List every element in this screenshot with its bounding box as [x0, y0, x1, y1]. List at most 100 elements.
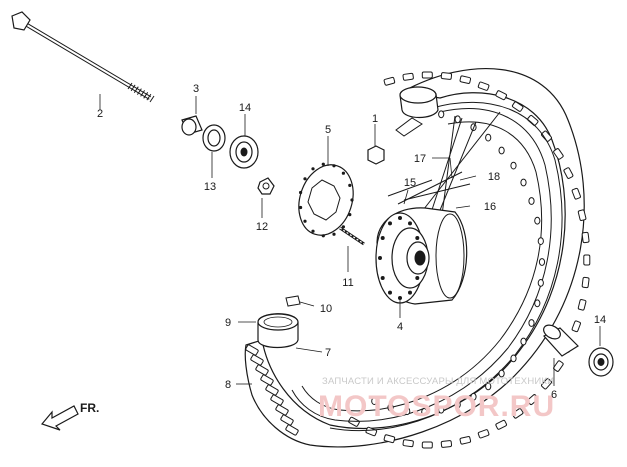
flange-hole — [398, 216, 402, 220]
tire-tread-knobs — [245, 71, 591, 449]
tread-knob — [571, 187, 581, 200]
tread-knob — [527, 114, 539, 126]
flange-hole — [415, 236, 420, 240]
part-label-1: 1 — [372, 113, 378, 125]
tread-knob — [440, 72, 453, 80]
tread-knob — [541, 378, 552, 390]
part-label-6: 6 — [551, 389, 557, 401]
flange-hole — [408, 290, 412, 295]
rim-spoke-holes — [371, 110, 546, 416]
spoke-hole — [528, 197, 535, 205]
direction-label: FR. — [80, 401, 99, 415]
tread-knob — [553, 360, 564, 372]
tread-knob — [527, 394, 539, 406]
spacer-right — [543, 324, 579, 357]
watermark-brand: MOTOSPOR.RU — [318, 390, 555, 423]
spoke-hole — [454, 115, 461, 124]
spoke-hole — [438, 110, 445, 119]
tread-knob — [421, 71, 433, 79]
disc-tooth — [321, 162, 325, 166]
part-label-3: 3 — [193, 83, 199, 95]
flange-hole — [408, 221, 412, 226]
thread-mark — [140, 90, 146, 97]
spoke-hole — [520, 178, 527, 187]
tread-knob — [577, 299, 587, 311]
tread-knob — [571, 320, 581, 333]
tread-knob — [250, 354, 264, 366]
tread-knob — [260, 374, 274, 386]
axle-thread — [127, 82, 155, 103]
tread-knob — [577, 209, 587, 221]
nut-12 — [257, 177, 275, 195]
tread-knob — [440, 440, 453, 448]
disc-tooth — [332, 232, 336, 236]
flange-hole — [415, 276, 420, 280]
disc-tooth — [303, 177, 307, 181]
tube — [257, 313, 299, 349]
part-label-10: 10 — [320, 303, 332, 315]
flange-hole — [380, 276, 385, 280]
disc-tooth — [303, 219, 307, 223]
brake-disc — [298, 162, 354, 238]
tread-knob — [402, 439, 414, 448]
part-label-13: 13 — [204, 181, 216, 193]
tread-knob — [477, 429, 490, 439]
tread-knob — [383, 76, 396, 86]
part-label-14-left: 14 — [239, 102, 251, 114]
bearing-left — [229, 135, 259, 169]
flange-hole — [418, 256, 422, 260]
part-label-16: 16 — [484, 201, 496, 213]
bolt-11 — [339, 226, 365, 246]
spoke-hole — [421, 408, 428, 416]
tread-knob — [459, 75, 472, 84]
thread-mark — [127, 82, 133, 90]
disc-tooth — [299, 190, 303, 195]
part-label-2: 2 — [97, 108, 103, 120]
part-label-8: 8 — [225, 379, 231, 391]
tread-knob — [459, 436, 472, 445]
part-label-7: 7 — [325, 347, 331, 359]
spoke-hole — [498, 369, 505, 378]
rim-band — [285, 295, 301, 307]
part-label-17: 17 — [414, 153, 426, 165]
flange-hole — [378, 256, 382, 260]
spoke-hole — [538, 258, 546, 266]
flange-hole — [380, 236, 385, 240]
disc-tooth — [311, 167, 315, 171]
disc-tooth — [332, 164, 336, 168]
tread-knob — [255, 364, 269, 376]
tread-knob — [270, 394, 284, 406]
spoke-hole — [454, 400, 461, 409]
spoke-hole — [387, 403, 394, 412]
spoke-hole — [528, 319, 535, 327]
spoke-hole — [498, 146, 505, 155]
disc-tooth — [321, 234, 325, 238]
disc-tooth — [348, 183, 352, 187]
spoke-hole — [537, 237, 544, 246]
spoke-hole — [371, 397, 378, 406]
thread-mark — [146, 93, 152, 101]
tread-knob — [581, 231, 590, 244]
part-label-5: 5 — [325, 124, 331, 136]
tread-knob — [365, 426, 378, 437]
spoke-hole — [470, 392, 477, 401]
spoke-hole — [510, 354, 517, 363]
tread-knob — [265, 384, 279, 396]
nut-1 — [367, 145, 385, 165]
collar — [181, 115, 203, 136]
disc-tooth — [348, 213, 352, 217]
tread-knob — [553, 148, 564, 160]
spoke-hole — [485, 133, 492, 142]
part-label-11: 11 — [342, 277, 353, 289]
spoke-hole — [510, 161, 517, 170]
disc-tooth — [341, 171, 345, 175]
tread-knob — [563, 167, 574, 179]
tread-knob — [495, 90, 507, 101]
disc-teeth — [299, 162, 354, 238]
part-label-14-right: 14 — [594, 314, 606, 326]
thread-mark — [130, 84, 136, 92]
tread-knob — [541, 130, 552, 142]
direction-arrow-icon — [40, 405, 79, 431]
leader-lines — [99, 94, 601, 386]
